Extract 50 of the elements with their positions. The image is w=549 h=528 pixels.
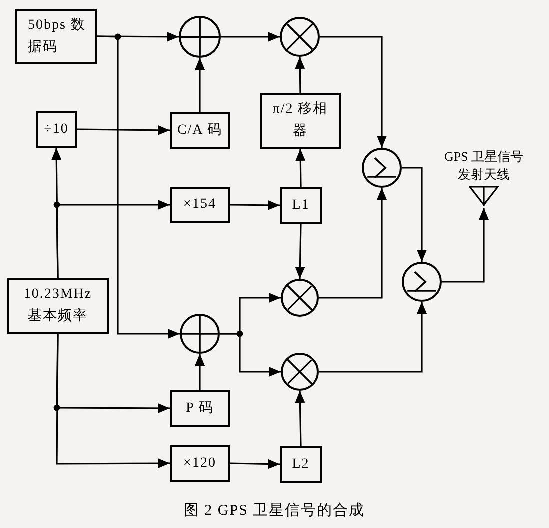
box-label: ×120 [184,454,216,472]
arrow [230,459,280,470]
arrow [319,302,427,373]
arrow [195,58,205,112]
arrow [56,334,170,469]
arrow [96,36,180,339]
arrow [295,390,306,446]
process-box [36,111,77,148]
process-box [170,187,230,223]
multiplier-symbol [280,17,320,57]
summer-symbol [402,262,442,302]
box-label: 50bps 数据码 [28,16,86,56]
process-box [260,93,341,149]
arrow [221,32,280,42]
adder-symbol [180,314,220,354]
box-label: L1 [292,196,310,214]
box-label: C/A 码 [177,122,223,140]
arrow [77,125,170,136]
box-label: π/2 移相器 [272,100,328,141]
antenna-label: GPS 卫星信号发射天线 [443,148,525,184]
process-box [280,187,322,224]
arrow [296,148,306,188]
box-label: ÷10 [44,120,69,138]
process-box [15,9,97,64]
box-label: 10.23MHz 基本频率 [22,286,94,326]
arrow [402,167,427,262]
process-box [170,390,230,427]
adder-symbol [179,16,221,58]
arrow [295,224,306,280]
multiplier-symbol [281,279,319,317]
process-box [280,446,322,483]
arrow [442,208,489,283]
arrow [320,36,387,148]
process-box [7,278,109,334]
multiplier-symbol [281,353,319,391]
box-label: L2 [292,456,310,474]
arrow [56,200,170,278]
arrow [230,200,280,210]
process-box [170,112,230,149]
arrow [295,56,306,94]
arrow [195,354,205,390]
process-box [170,445,230,482]
arrow [52,148,62,278]
summer-symbol [362,148,402,188]
box-label: ×154 [184,196,216,214]
arrow [220,333,281,377]
caption: 图 2 GPS 卫星信号的合成 [184,502,366,521]
arrow [319,188,387,299]
box-label: P 码 [186,400,214,418]
arrow [97,32,179,42]
